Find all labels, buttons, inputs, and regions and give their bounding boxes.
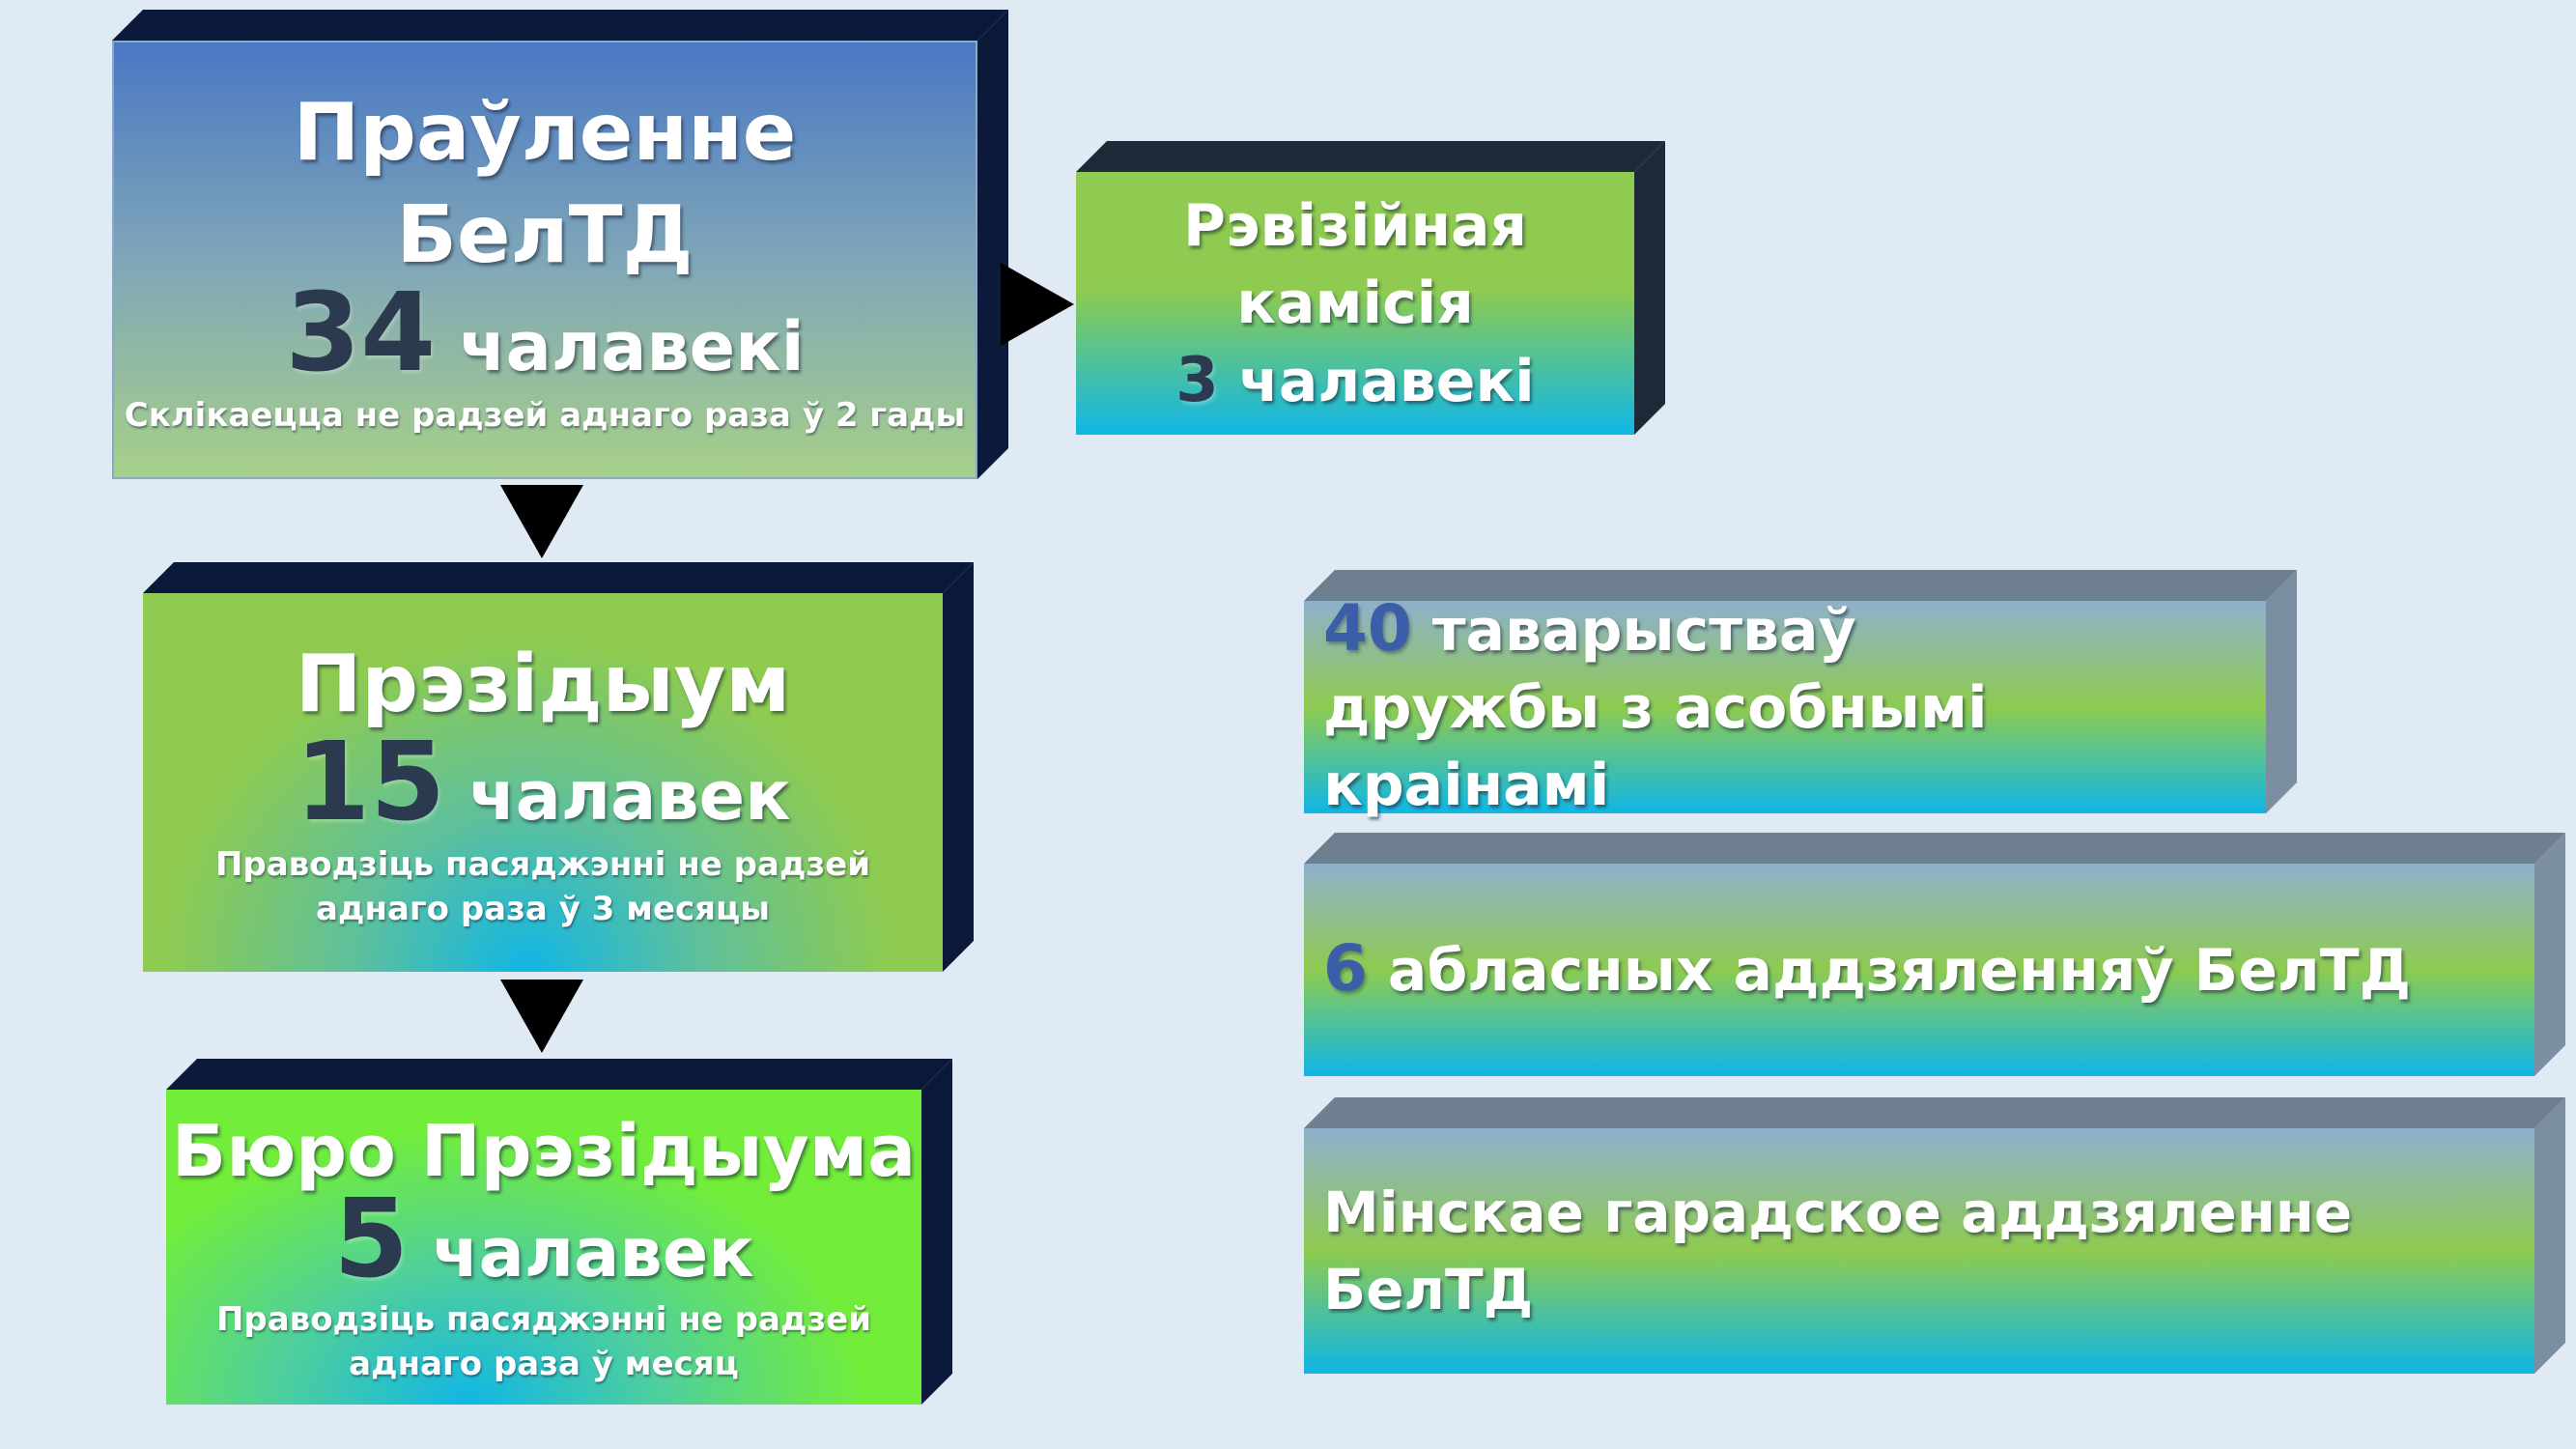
board-title-line2: БелТД (396, 189, 694, 281)
revision-title-line2: камісія (1236, 269, 1474, 337)
presidium-member-count: 15 чалавек (295, 728, 791, 842)
regional-branches-box: 6 абласных аддзяленняў БелТД (1304, 833, 2565, 1076)
bureau-count-label: чалавек (432, 1213, 754, 1293)
board-box-3d-sides (112, 10, 1008, 479)
revision-count-label: чалавекі (1238, 347, 1535, 415)
societies-label-line1: таварыстваў (1431, 597, 1856, 665)
presidium-box-face: Прэзідыум 15 чалавек Праводзіць пасяджэн… (143, 593, 943, 972)
presidium-box-3d-sides (143, 562, 974, 972)
regional-box-3d-sides (1304, 833, 2565, 1076)
board-count-label: чалавекі (459, 307, 805, 386)
societies-line1: 40 таварыстваў (1323, 590, 1856, 669)
board-box: Праўленне БелТД 34 чалавекі Склікаецца н… (112, 10, 1008, 479)
presidium-box: Прэзідыум 15 чалавек Праводзіць пасяджэн… (143, 562, 974, 972)
regional-label: абласных аддзяленняў БелТД (1387, 937, 2412, 1005)
regional-box-face: 6 абласных аддзяленняў БелТД (1304, 864, 2534, 1076)
bureau-note-line2: аднаго раза ў месяц (349, 1345, 739, 1383)
board-member-count: 34 чалавекі (285, 279, 805, 393)
presidium-title: Прэзідыум (295, 639, 791, 730)
minsk-box-3d-sides (1304, 1097, 2565, 1374)
arrow-right-to-revision (1001, 263, 1074, 346)
presidium-count-label: чалавек (468, 756, 791, 836)
bureau-box: Бюро Прэзідыума 5 чалавек Праводзіць пас… (166, 1059, 952, 1405)
presidium-note-line2: аднаго раза ў 3 месяцы (316, 890, 770, 928)
board-count-number: 34 (285, 270, 437, 396)
revision-count-number: 3 (1175, 344, 1219, 416)
bureau-count-number: 5 (333, 1177, 410, 1302)
arrow-down-to-presidium (500, 485, 583, 558)
bureau-title: Бюро Прэзідыума (171, 1110, 917, 1193)
societies-label-line2: дружбы з асобнымі краінамі (1323, 674, 1988, 819)
presidium-count-number: 15 (295, 720, 446, 845)
revision-title-line1: Рэвізійная (1182, 191, 1527, 260)
minsk-box-face: Мінскае гарадское аддзяленне БелТД (1304, 1128, 2534, 1374)
revision-commission-box: Рэвізійная камісія 3 чалавекі (1076, 141, 1665, 435)
societies-count-number: 40 (1323, 591, 1412, 666)
board-title-line1: Праўленне (293, 87, 797, 179)
minsk-label: Мінскае гарадское аддзяленне БелТД (1323, 1179, 2353, 1322)
board-meeting-note: Склікаецца не радзей аднаго раза ў 2 гад… (124, 396, 966, 435)
regional-line: 6 абласных аддзяленняў БелТД (1323, 930, 2411, 1009)
societies-box-3d-sides (1304, 570, 2297, 813)
bureau-box-3d-sides (166, 1059, 952, 1405)
revision-box-3d-sides (1076, 141, 1665, 435)
minsk-branch-box: Мінскае гарадское аддзяленне БелТД (1304, 1097, 2565, 1374)
revision-member-count: 3 чалавекі (1175, 342, 1535, 420)
presidium-note-line1: Праводзіць пасяджэнні не радзей (214, 845, 871, 884)
bureau-member-count: 5 чалавек (333, 1185, 754, 1297)
friendship-societies-box: 40 таварыстваў дружбы з асобнымі краінам… (1304, 570, 2297, 819)
bureau-note-line1: Праводзіць пасяджэнні не радзей (215, 1300, 872, 1339)
bureau-box-face: Бюро Прэзідыума 5 чалавек Праводзіць пас… (166, 1090, 921, 1405)
revision-box-face: Рэвізійная камісія 3 чалавекі (1076, 172, 1634, 435)
board-box-face: Праўленне БелТД 34 чалавекі Склікаецца н… (112, 41, 977, 479)
arrow-down-to-bureau (500, 980, 583, 1053)
societies-box-face: 40 таварыстваў дружбы з асобнымі краінам… (1304, 591, 2266, 819)
regional-count-number: 6 (1323, 931, 1368, 1006)
